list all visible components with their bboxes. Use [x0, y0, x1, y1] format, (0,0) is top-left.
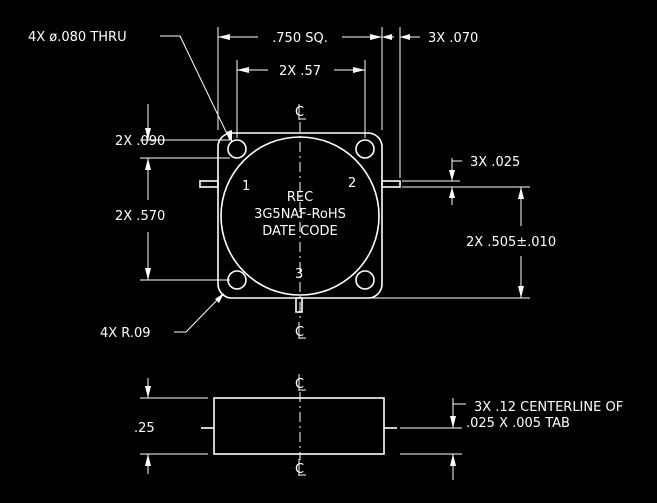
mounting-hole-top-left — [227, 139, 247, 159]
tab-left — [199, 180, 219, 188]
port-2-label: 2 — [348, 176, 356, 191]
tab-bottom — [295, 297, 303, 313]
tab-right — [381, 180, 401, 188]
centerline-symbol-side-top: C — [295, 374, 306, 392]
svg-text:C: C — [295, 377, 304, 392]
marking-line-2: 3G5NAF-RoHS — [254, 207, 346, 222]
tab-thickness-dimension: 3X .025 — [470, 155, 520, 170]
hole-diameter-dimension: 2X .090 — [115, 134, 165, 149]
height-dimension: .25 — [134, 421, 155, 436]
svg-text:C: C — [295, 325, 304, 340]
hole-callout: 4X ø.080 THRU — [28, 30, 127, 45]
hole-spacing-x-dimension: 2X .57 — [279, 64, 321, 79]
top-view: C C 1 2 3 REC 3G5NAF-RoHS DATE CODE — [199, 104, 401, 340]
mounting-hole-bottom-right — [355, 270, 375, 290]
hole-spacing-y-dimension: 2X .570 — [115, 209, 165, 224]
port-1-label: 1 — [242, 179, 250, 194]
centerline-symbol-bottom: C — [295, 322, 306, 340]
tab-note-line-1: 3X .12 CENTERLINE OF — [474, 400, 623, 415]
mounting-hole-bottom-left — [227, 270, 247, 290]
overall-square-dimension: .750 SQ. — [272, 31, 328, 46]
centerline-symbol-top: C — [295, 104, 306, 120]
marking-line-1: REC — [287, 190, 313, 205]
tab-note-line-2: .025 X .005 TAB — [466, 416, 570, 431]
centerline-symbol-side-bottom: C — [295, 459, 306, 477]
marking-line-3: DATE CODE — [262, 224, 338, 239]
mounting-hole-top-right — [355, 139, 375, 159]
side-view: C C — [201, 374, 397, 477]
corner-radius-callout: 4X R.09 — [100, 326, 151, 341]
svg-text:C: C — [295, 105, 304, 120]
tab-width-dimension: 3X .070 — [428, 31, 478, 46]
tab-offset-dimension: 2X .505±.010 — [466, 235, 556, 250]
side-view-dimensions: .25 3X .12 CENTERLINE OF .025 X .005 TAB — [134, 378, 623, 480]
side-body-outline — [213, 397, 385, 455]
svg-text:C: C — [295, 462, 304, 477]
top-view-dimensions: .750 SQ. 3X .070 2X .57 4X ø.080 THRU 2X… — [28, 27, 556, 341]
port-3-label: 3 — [295, 267, 303, 282]
